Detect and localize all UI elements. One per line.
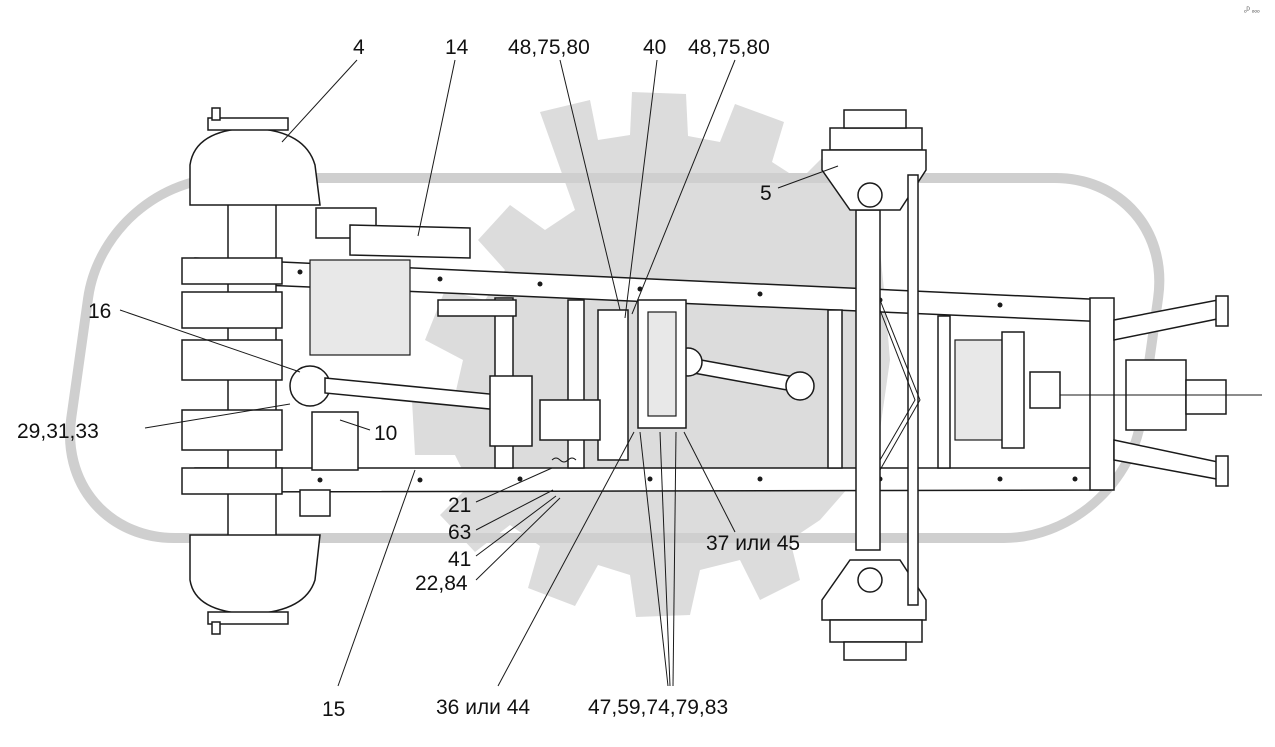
rear-differential — [309, 259, 411, 356]
front-kingpin-top — [857, 182, 883, 208]
label-40: 40 — [643, 36, 666, 59]
steering-rod — [907, 174, 919, 606]
leader-lines — [119, 59, 839, 687]
leader-63 — [475, 489, 554, 531]
label-36-or-44: 36 или 44 — [436, 696, 530, 719]
hitch-arm-top — [1113, 299, 1223, 341]
leader-10 — [339, 419, 371, 431]
leader-16 — [119, 309, 301, 373]
rear-hub-bottom-flange — [207, 611, 289, 625]
leader-5 — [777, 165, 839, 189]
label-22-84: 22,84 — [415, 572, 468, 595]
label-4: 4 — [353, 36, 365, 59]
front-axle-beam — [855, 209, 881, 551]
leader-41 — [475, 495, 557, 557]
label-48-75-80-left: 48,75,80 — [508, 36, 590, 59]
leader-40 — [624, 59, 658, 319]
leader-14 — [417, 59, 456, 237]
leader-48b — [631, 59, 736, 315]
rear-cylinder — [311, 411, 359, 471]
label-63: 63 — [448, 521, 471, 544]
hitch-cylinder — [1185, 379, 1227, 415]
label-15: 15 — [322, 698, 345, 721]
rear-bracket-lower — [181, 467, 283, 495]
hitch-arm-bottom — [1113, 439, 1223, 481]
rear-hub-top-bolt — [211, 107, 221, 121]
part-plate-14 — [349, 224, 471, 259]
leader-47a — [639, 431, 669, 687]
leader-37 — [683, 431, 736, 533]
engine-mount — [1001, 331, 1025, 449]
leader-22 — [475, 497, 561, 581]
rear-hub-top — [189, 127, 321, 206]
rear-hub-top-flange — [207, 117, 289, 131]
spring-21 — [551, 457, 577, 463]
side-plate — [437, 299, 517, 317]
leader-29 — [144, 403, 291, 429]
support-block — [539, 399, 601, 441]
label-37-or-45: 37 или 45 — [706, 532, 800, 555]
mid-crossmember-4 — [937, 315, 951, 469]
corner-mark: ₒᴰ ₒₒₒ — [1244, 7, 1260, 14]
transmission — [437, 299, 687, 463]
label-21: 21 — [448, 494, 471, 517]
mid-crossmember-2 — [567, 299, 585, 469]
leader-15 — [337, 469, 416, 687]
front-crossmember — [1089, 297, 1115, 491]
leader-4 — [281, 59, 358, 143]
front-shaft-joint-2 — [785, 371, 815, 401]
rear-hub-bottom — [189, 534, 321, 615]
leader-47c — [672, 431, 677, 687]
gearbox-core — [647, 311, 677, 417]
label-5: 5 — [760, 182, 772, 205]
leader-36 — [497, 431, 635, 687]
front-axle — [821, 109, 1061, 661]
rear-joint — [289, 365, 331, 407]
rear-spring-block-bottom — [299, 489, 331, 517]
mid-crossmember-3 — [827, 309, 843, 469]
label-48-75-80-right: 48,75,80 — [688, 36, 770, 59]
leader-21 — [475, 467, 553, 503]
label-41: 41 — [448, 548, 471, 571]
callout-labels: 4 14 48,75,80 40 48,75,80 5 16 29,31,33 … — [17, 7, 1260, 721]
carrier — [489, 375, 533, 447]
label-10: 10 — [374, 422, 397, 445]
lever-assembly — [597, 309, 629, 461]
leader-48a — [559, 59, 621, 311]
front-coupling — [1029, 371, 1061, 409]
front-wheel-cap-top — [843, 109, 907, 129]
rear-bracket-mid-1 — [181, 291, 283, 329]
leader-47b — [659, 431, 671, 687]
rear-bracket-mid-2 — [181, 339, 283, 381]
label-16: 16 — [88, 300, 111, 323]
front-wheel-cap-bottom — [843, 641, 907, 661]
hitch-flange-top — [1215, 295, 1229, 327]
label-47-59-74-79-83: 47,59,74,79,83 — [588, 696, 728, 719]
frame-rail-bottom — [194, 467, 1111, 493]
front-wheel-top — [829, 127, 923, 151]
label-14: 14 — [445, 36, 469, 59]
front-wheel-bottom — [829, 619, 923, 643]
front-hitch — [1060, 295, 1262, 487]
front-hub-top — [821, 149, 927, 211]
rear-hub-bottom-bolt — [211, 621, 221, 635]
leaf-spring — [879, 299, 921, 471]
rear-bracket-mid-3 — [181, 409, 283, 451]
front-kingpin-bottom — [857, 567, 883, 593]
rear-bracket-upper — [181, 257, 283, 285]
label-29-31-33: 29,31,33 — [17, 420, 99, 443]
watermark-band — [65, 173, 1165, 543]
hitch-flange-bottom — [1215, 455, 1229, 487]
